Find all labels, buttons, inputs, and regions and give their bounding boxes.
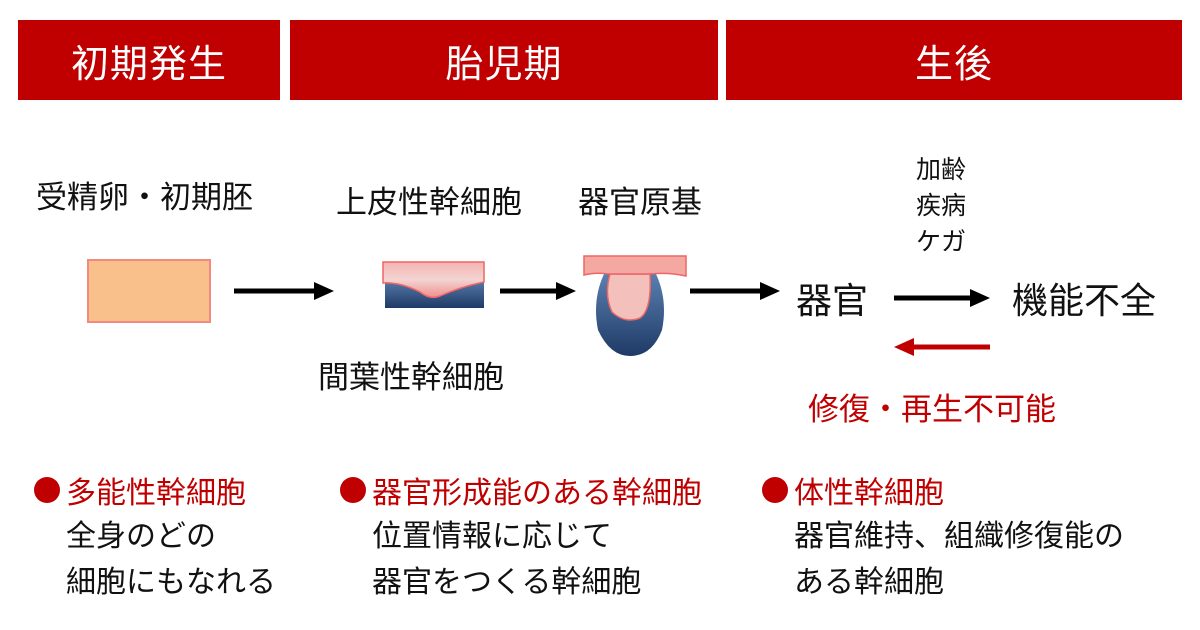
label-function-loss: 機能不全 — [1012, 281, 1157, 322]
description-line: 全身のどの — [66, 519, 216, 554]
description-line: 位置情報に応じて — [372, 519, 612, 554]
description-line: ある幹細胞 — [794, 565, 944, 600]
arrow-right-3 — [690, 282, 780, 300]
label-organ: 器官 — [796, 281, 869, 322]
phase-header-postnatal: 生後 — [726, 20, 1182, 100]
column-title: 多能性幹細胞 — [66, 476, 246, 511]
column-heading: 多能性幹細胞 — [34, 468, 276, 512]
bullet-dot-icon — [762, 477, 788, 503]
arrow-to-dysfunction — [894, 289, 990, 307]
cause-injury: ケガ — [915, 227, 966, 256]
organ-primordium-shape — [583, 255, 687, 356]
column-pluripotent: 多能性幹細胞 全身のどの 細胞にもなれる — [34, 468, 276, 606]
phase-header-fetal: 胎児期 — [290, 20, 718, 100]
description-line: 器官をつくる幹細胞 — [372, 565, 642, 600]
column-organ-forming: 器官形成能のある幹細胞 位置情報に応じて 器官をつくる幹細胞 — [340, 468, 702, 606]
arrow-back-red — [894, 338, 990, 356]
label-organ-primordium: 器官原基 — [578, 185, 702, 221]
causes-list: 加齢 疾病 ケガ — [908, 152, 974, 260]
cause-aging: 加齢 — [915, 155, 966, 184]
column-heading: 体性幹細胞 — [762, 468, 1124, 512]
column-description: 全身のどの 細胞にもなれる — [66, 514, 276, 606]
arrow-right-2 — [500, 282, 576, 300]
column-title: 器官形成能のある幹細胞 — [372, 476, 702, 511]
column-somatic: 体性幹細胞 器官維持、組織修復能の ある幹細胞 — [762, 468, 1124, 606]
label-epithelial-stem-cell: 上皮性幹細胞 — [336, 185, 522, 221]
column-heading: 器官形成能のある幹細胞 — [340, 468, 702, 512]
column-description: 位置情報に応じて 器官をつくる幹細胞 — [372, 514, 702, 606]
phase-header-early: 初期発生 — [18, 20, 280, 100]
label-irreversible: 修復・再生不可能 — [808, 392, 1056, 428]
arrow-right-1 — [234, 282, 334, 300]
description-line: 細胞にもなれる — [66, 565, 276, 600]
stem-cell-layers-shape — [382, 261, 485, 308]
embryo-block — [87, 259, 211, 323]
label-fertilized-egg: 受精卵・初期胚 — [36, 180, 253, 216]
bullet-dot-icon — [34, 477, 60, 503]
label-mesenchymal-stem-cell: 間葉性幹細胞 — [318, 360, 504, 396]
column-description: 器官維持、組織修復能の ある幹細胞 — [794, 514, 1124, 606]
column-title: 体性幹細胞 — [794, 476, 944, 511]
description-line: 器官維持、組織修復能の — [794, 519, 1124, 554]
bullet-dot-icon — [340, 477, 366, 503]
cause-disease: 疾病 — [915, 191, 966, 220]
